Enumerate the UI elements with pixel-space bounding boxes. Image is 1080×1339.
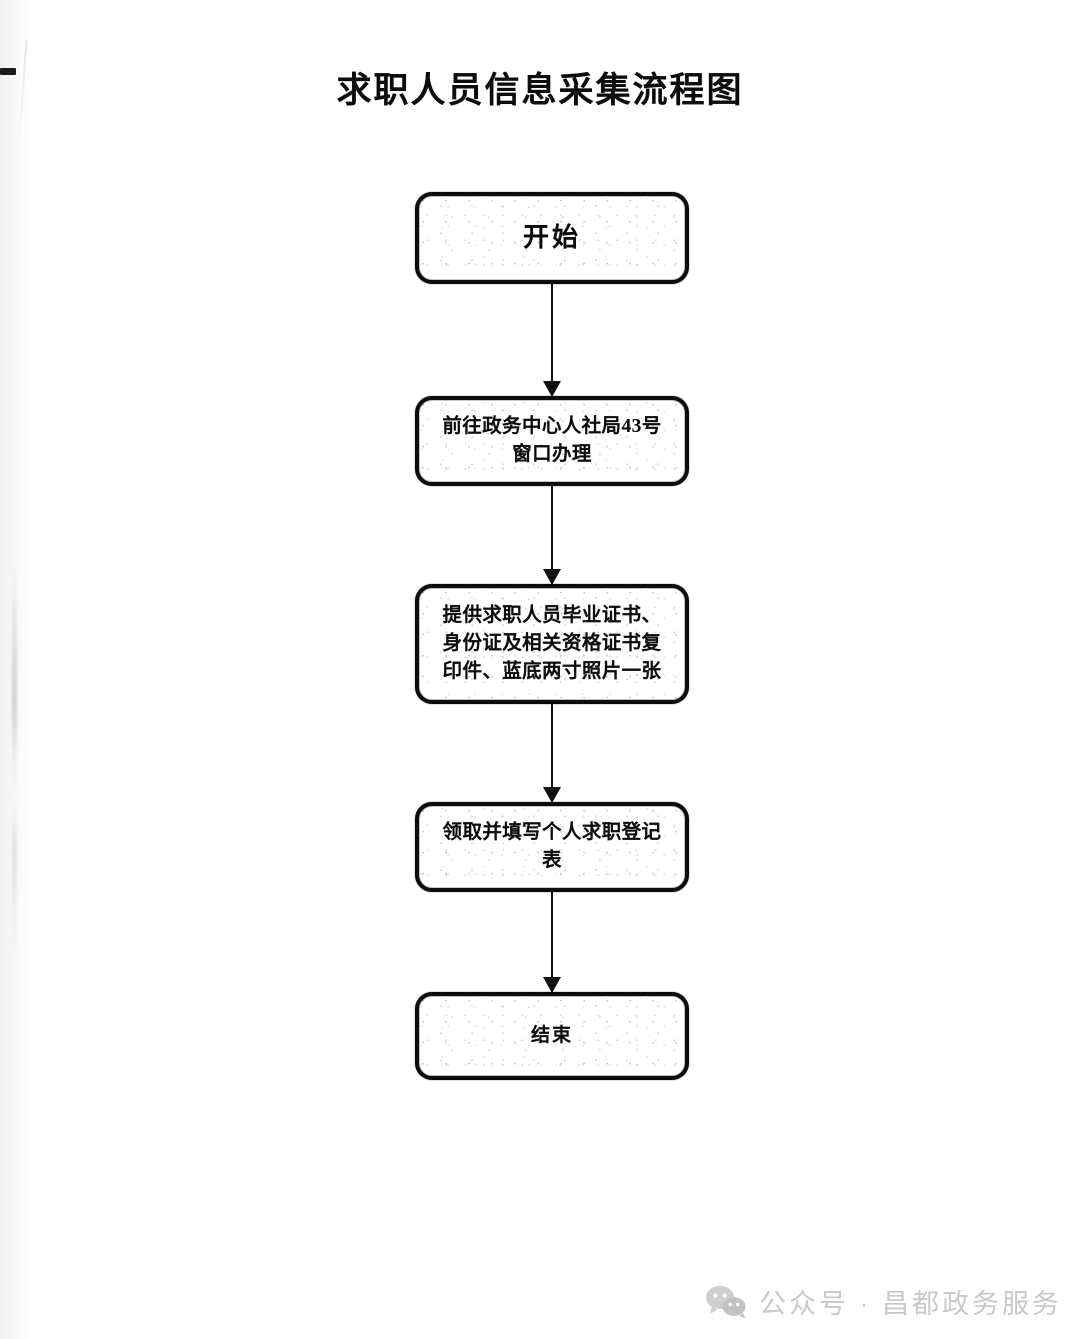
arrow-shaft xyxy=(543,486,561,585)
flow-arrow-step1-to-step2 xyxy=(415,486,689,585)
arrow-head-icon xyxy=(543,381,561,397)
flow-node-fill-registration-form-label: 领取并填写个人求职登记表 xyxy=(442,822,662,871)
flow-node-visit-window-label: 前往政务中心人社局43号窗口办理 xyxy=(442,416,662,465)
flow-node-end-label: 结束 xyxy=(530,1024,573,1046)
flow-node-fill-registration-form: 领取并填写个人求职登记表 xyxy=(415,802,689,892)
arrow-shaft xyxy=(543,892,561,993)
flow-node-start-label: 开始 xyxy=(522,222,581,252)
watermark-text: 公众号 · 昌都政务服务 xyxy=(759,1289,1062,1319)
flow-arrow-step2-to-step3 xyxy=(415,704,689,803)
flowchart: 开始 前往政务中心人社局43号窗口办理 提供求职人员毕业证书、身份证及相关资格证… xyxy=(415,192,689,1080)
wechat-icon xyxy=(706,1285,746,1318)
flow-node-start: 开始 xyxy=(415,192,689,284)
flow-node-end: 结束 xyxy=(415,992,689,1080)
page-edge-shadow xyxy=(0,0,34,1339)
flow-arrow-start-to-step1 xyxy=(415,284,689,397)
flow-node-visit-window: 前往政务中心人社局43号窗口办理 xyxy=(415,396,689,486)
watermark: 公众号 · 昌都政务服务 xyxy=(705,1282,1062,1321)
arrow-shaft xyxy=(543,704,561,803)
arrow-head-icon xyxy=(543,977,561,993)
flow-node-submit-documents: 提供求职人员毕业证书、身份证及相关资格证书复印件、蓝底两寸照片一张 xyxy=(415,584,689,704)
flow-node-submit-documents-label: 提供求职人员毕业证书、身份证及相关资格证书复印件、蓝底两寸照片一张 xyxy=(442,605,662,682)
arrow-head-icon xyxy=(543,569,561,585)
scan-streak-artifact xyxy=(12,560,17,960)
arrow-head-icon xyxy=(543,787,561,803)
arrow-shaft xyxy=(543,284,561,397)
page-title: 求职人员信息采集流程图 xyxy=(336,71,744,110)
flow-arrow-step3-to-end xyxy=(415,892,689,993)
